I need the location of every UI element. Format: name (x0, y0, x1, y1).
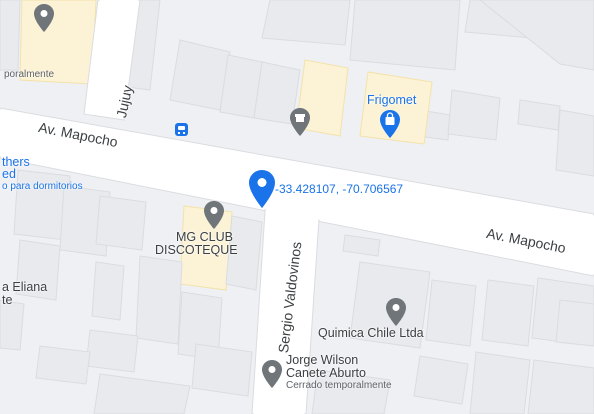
poi-label-jorge-wilson-sub[interactable]: Canete Aburto (286, 366, 366, 380)
poi-label-partial[interactable]: ed (2, 167, 16, 181)
location-pin-gray-icon[interactable] (262, 360, 282, 388)
poi-status-label: poralmente (4, 69, 55, 80)
poi-label-jorge-wilson[interactable]: Jorge Wilson (286, 353, 359, 367)
bus-stop-icon[interactable] (175, 123, 188, 136)
location-pin-gray-icon[interactable] (386, 298, 406, 326)
poi-status-label: Cerrado temporalmente (286, 380, 392, 391)
poi-label-frigomet[interactable]: Frigomet (367, 93, 417, 107)
dropped-pin-coordinates[interactable]: -33.428107, -70.706567 (275, 182, 404, 196)
poi-label-quimica-chile[interactable]: Quimica Chile Ltda (318, 326, 424, 340)
location-pin-gray-icon[interactable] (204, 201, 224, 229)
poi-label-mg-club-sub[interactable]: DISCOTEQUE (155, 243, 238, 257)
poi-label-mg-club[interactable]: MG CLUB (176, 230, 233, 244)
poi-label-partial-eliana[interactable]: a Eliana (2, 280, 48, 294)
poi-label-partial-eliana-sub[interactable]: te (2, 293, 13, 307)
dropped-pin-blue-icon[interactable] (249, 170, 275, 208)
store-pin-gray-icon[interactable] (290, 108, 310, 136)
location-pin-gray-icon[interactable] (34, 4, 54, 32)
poi-label-partial-sub[interactable]: o para dormitorios (2, 181, 83, 192)
poi-label-partial[interactable]: thers (2, 155, 30, 169)
shopping-bag-pin-blue-icon[interactable] (380, 110, 400, 138)
